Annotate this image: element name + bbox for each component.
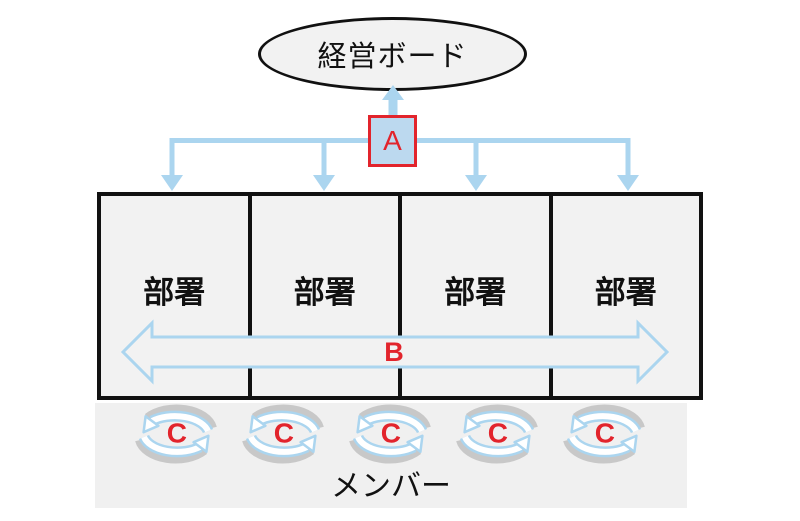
cycle-label: C <box>166 417 187 449</box>
cycle-arrow-icon <box>135 404 217 464</box>
cycle-arrow-icon <box>242 404 324 464</box>
department-box: 部署 <box>101 196 252 396</box>
link-a-label: A <box>383 125 402 156</box>
arrow-b-label: B <box>384 336 404 367</box>
down-arrow-icon <box>313 138 335 191</box>
cycle-item: C <box>237 404 329 464</box>
department-label: 部署 <box>594 274 657 310</box>
cycle-item: C <box>344 404 436 464</box>
department-label: 部署 <box>143 274 206 310</box>
link-a-box: A <box>368 115 417 167</box>
cycle-label: C <box>594 417 615 449</box>
department-label: 部署 <box>444 274 507 310</box>
cycle-arrow-icon <box>456 404 538 464</box>
department-box: 部署 <box>402 196 553 396</box>
cycle-item: C <box>558 404 650 464</box>
down-arrow-icon <box>617 138 639 191</box>
cycle-arrow-icon <box>349 404 431 464</box>
down-arrow-icon <box>465 138 487 191</box>
department-box: 部署 <box>553 196 700 396</box>
department-box: 部署 <box>252 196 402 396</box>
cycle-label: C <box>380 417 401 449</box>
members-label: メンバー <box>331 470 451 503</box>
cycle-label: C <box>487 417 508 449</box>
board-ellipse: 経営ボード <box>258 17 527 91</box>
cycle-label: C <box>273 417 294 449</box>
department-label: 部署 <box>293 274 356 310</box>
down-arrow-icon <box>161 138 183 191</box>
board-label: 経営ボード <box>317 41 468 73</box>
cycle-item: C <box>451 404 543 464</box>
cycle-arrow-icon <box>563 404 645 464</box>
cycle-item: C <box>130 404 222 464</box>
